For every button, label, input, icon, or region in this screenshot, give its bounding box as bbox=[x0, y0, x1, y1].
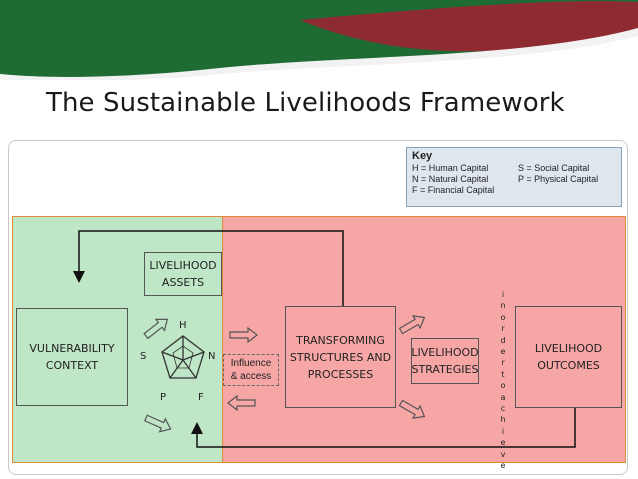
livelihood-outcomes-box: LIVELIHOOD OUTCOMES bbox=[515, 306, 622, 408]
key-row: N = Natural Capital P = Physical Capital bbox=[412, 174, 621, 185]
pentagon-label-social: S bbox=[140, 351, 147, 362]
key-natural-capital: N = Natural Capital bbox=[412, 174, 489, 184]
livelihood-assets-box: LIVELIHOOD ASSETS bbox=[144, 252, 222, 296]
transforming-line-3: PROCESSES bbox=[307, 367, 374, 381]
vulnerability-line-2: CONTEXT bbox=[45, 359, 99, 372]
influence-line-1: Influence bbox=[230, 358, 272, 369]
outcomes-line-2: OUTCOMES bbox=[537, 359, 600, 372]
influence-line-2: & access bbox=[230, 371, 272, 382]
transforming-line-2: STRUCTURES AND bbox=[289, 350, 392, 364]
slide-title: The Sustainable Livelihoods Framework bbox=[46, 88, 565, 118]
key-row: F = Financial Capital bbox=[412, 185, 621, 196]
pentagon-label-natural: N bbox=[208, 351, 216, 362]
key-social-capital: S = Social Capital bbox=[518, 163, 590, 173]
livelihood-strategies-box: LIVELIHOOD STRATEGIES bbox=[411, 338, 479, 384]
pentagon-label-human: H bbox=[179, 320, 187, 331]
strategies-line-2: STRATEGIES bbox=[411, 363, 479, 376]
key-financial-capital: F = Financial Capital bbox=[412, 185, 495, 195]
key-human-capital: H = Human Capital bbox=[412, 163, 489, 173]
pentagon-label-physical: P bbox=[160, 392, 167, 403]
vulnerability-context-box: VULNERABILITY CONTEXT bbox=[16, 308, 128, 406]
influence-access-box: Influence & access bbox=[223, 354, 279, 386]
transforming-line-1: TRANSFORMING bbox=[296, 333, 385, 347]
key-heading: Key bbox=[412, 150, 433, 162]
key-row: H = Human Capital S = Social Capital bbox=[412, 163, 621, 174]
key-physical-capital: P = Physical Capital bbox=[518, 174, 599, 184]
pentagon-label-financial: F bbox=[198, 392, 204, 403]
strategies-line-1: LIVELIHOOD bbox=[411, 346, 479, 359]
assets-line-2: ASSETS bbox=[161, 276, 205, 289]
key-legend: Key H = Human Capital S = Social Capital… bbox=[406, 147, 622, 207]
outcomes-line-1: LIVELIHOOD bbox=[534, 342, 603, 355]
transforming-structures-box: TRANSFORMING STRUCTURES AND PROCESSES bbox=[285, 306, 396, 408]
vulnerability-line-1: VULNERABILITY bbox=[29, 342, 115, 355]
header-banner bbox=[0, 0, 638, 80]
assets-line-1: LIVELIHOOD bbox=[149, 259, 217, 272]
